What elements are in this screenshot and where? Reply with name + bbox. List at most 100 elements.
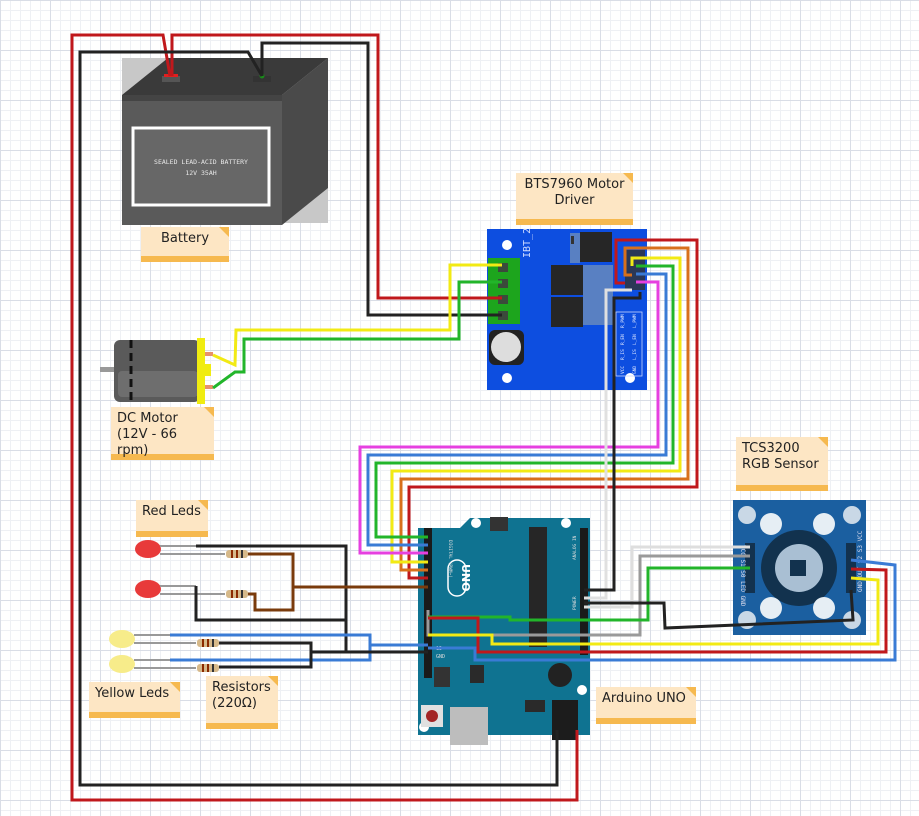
- usb-port[interactable]: [450, 707, 488, 745]
- motor-endcap-nub: [203, 364, 211, 376]
- note-motor-driver-line2: Driver: [554, 193, 595, 208]
- wire-driver-orange[interactable]: [399, 246, 690, 572]
- note-battery[interactable]: Battery: [141, 227, 229, 262]
- red-led-1[interactable]: [135, 540, 225, 558]
- wire-yellow-led-blue-1[interactable]: [170, 633, 428, 647]
- note-red-leds[interactable]: Red Leds: [136, 500, 208, 537]
- heatsink-fins: [570, 233, 613, 325]
- battery-terminal-negative[interactable]: [253, 76, 271, 82]
- yellow-led-1[interactable]: [109, 630, 196, 648]
- wire-motor-yellow[interactable]: [212, 263, 502, 368]
- atmega-chip: [529, 527, 547, 647]
- note-motor-driver-line1: BTS7960 Motor: [524, 177, 625, 192]
- note-resistors-line2: (220Ω): [212, 696, 257, 711]
- wire-driver-white[interactable]: [584, 288, 632, 600]
- terminal-screw: [498, 263, 508, 272]
- wire-driver-magenta[interactable]: [358, 280, 660, 555]
- resistor[interactable]: [226, 550, 248, 558]
- control-header[interactable]: [625, 250, 645, 290]
- note-yellow-leds-text: Yellow Leds: [95, 686, 170, 701]
- tcs3200-rgb-sensor[interactable]: VCC S1 S0 LED GND GND OUT S2 S3 VCC: [733, 500, 866, 635]
- mount-hole: [502, 373, 512, 383]
- battery-label-panel: [131, 126, 271, 207]
- digital-label: DIGITAL (PWM~): [447, 540, 453, 578]
- uno-logo: UNO: [459, 564, 472, 592]
- resistor[interactable]: [226, 590, 248, 598]
- battery-label-line2: 12V 35AH: [185, 169, 216, 177]
- resistor[interactable]: [197, 639, 219, 647]
- bts7960-motor-driver[interactable]: IBT_2 R_PWM L_PWM R_EN L_EN R_IS L_IS VC…: [487, 228, 647, 390]
- resistor[interactable]: [197, 664, 219, 672]
- wire-red-led-2-gnd[interactable]: [194, 586, 346, 622]
- digital-header-1[interactable]: [424, 528, 432, 600]
- icsp-header[interactable]: [490, 517, 508, 531]
- wire-driver-green[interactable]: [374, 264, 675, 539]
- note-dc-motor[interactable]: DC Motor (12V - 66 rpm): [111, 407, 214, 460]
- icsp2-header[interactable]: [434, 667, 450, 687]
- pin-label: L_EN: [632, 334, 638, 345]
- electrolytic-capacitor: [548, 663, 572, 687]
- wire-motor-green[interactable]: [212, 280, 502, 390]
- sensor-led: [813, 597, 835, 619]
- arduino-uno[interactable]: UNO DIGITAL (PWM~) ANALOG IN POWER 13 GN…: [418, 517, 590, 745]
- mount-hole: [843, 506, 861, 524]
- mount-hole: [738, 611, 756, 629]
- wire-yellow-led-blue-2[interactable]: [170, 645, 372, 662]
- voltage-regulator: [525, 700, 545, 712]
- terminal-screw: [498, 279, 508, 288]
- analog-header[interactable]: [580, 528, 588, 590]
- gnd-label: GND: [436, 654, 445, 660]
- mosfet-1: [551, 265, 583, 295]
- yellow-led-2[interactable]: [109, 655, 196, 673]
- wire-battery-positive-to-jack[interactable]: [70, 33, 579, 802]
- wire-sensor-gray[interactable]: [426, 554, 750, 637]
- motor-terminal-1[interactable]: [205, 352, 213, 356]
- smd-component: [571, 236, 574, 244]
- wire-driver-blue[interactable]: [366, 272, 668, 547]
- sensor-header-right[interactable]: [846, 543, 856, 593]
- wire-sensor-white[interactable]: [584, 545, 750, 609]
- note-dc-motor-line1: DC Motor: [117, 411, 178, 426]
- wire-sensor-red[interactable]: [428, 567, 888, 654]
- note-resistors-line1: Resistors: [212, 680, 271, 695]
- power-label: POWER: [572, 596, 578, 610]
- battery-terminal-positive[interactable]: [162, 76, 180, 82]
- wire-battery-negative-to-jack[interactable]: [78, 50, 559, 787]
- battery-label-line1: SEALED LEAD-ACID BATTERY: [154, 158, 248, 166]
- terminal-screw: [498, 311, 508, 320]
- note-rgb-sensor[interactable]: TCS3200 RGB Sensor: [736, 437, 828, 491]
- wire-yellow-led-black-1[interactable]: [219, 641, 313, 669]
- driver-chip: [580, 232, 612, 262]
- motor-body-highlight: [118, 371, 198, 397]
- battery[interactable]: SEALED LEAD-ACID BATTERY 12V 35AH: [122, 58, 328, 225]
- wire-driver-black[interactable]: [584, 292, 642, 592]
- note-arduino-text: Arduino UNO: [602, 691, 686, 706]
- note-dc-motor-line2: (12V - 66 rpm): [117, 427, 178, 458]
- pin-label: GND: [632, 366, 638, 374]
- wire-sensor-black[interactable]: [584, 589, 855, 630]
- wire-battery-negative-to-driver[interactable]: [260, 41, 502, 317]
- wire-red-led-brown[interactable]: [248, 552, 295, 612]
- pin-label-table: [615, 311, 643, 377]
- dc-motor[interactable]: [100, 338, 213, 404]
- note-yellow-leds[interactable]: Yellow Leds: [89, 682, 180, 718]
- pin-label: R_IS: [620, 349, 626, 360]
- digital-header-2[interactable]: [424, 600, 432, 678]
- wire-driver-yellow[interactable]: [390, 256, 682, 564]
- note-motor-driver[interactable]: BTS7960 Motor Driver: [516, 173, 633, 225]
- wire-battery-positive-to-driver[interactable]: [170, 33, 502, 300]
- red-led-2[interactable]: [135, 580, 225, 598]
- wire-sensor-blue[interactable]: [428, 558, 897, 662]
- mount-hole: [577, 685, 587, 695]
- note-resistors[interactable]: Resistors (220Ω): [206, 676, 278, 729]
- motor-shaft: [100, 367, 116, 372]
- motor-terminal-2[interactable]: [205, 385, 213, 389]
- led-group: [109, 540, 248, 673]
- note-arduino[interactable]: Arduino UNO: [596, 687, 696, 724]
- wire-sensor-yellow[interactable]: [428, 576, 880, 646]
- wire-sensor-green[interactable]: [428, 566, 750, 622]
- uno-logo-frame: [447, 559, 467, 597]
- pin-label: VCC: [620, 366, 626, 374]
- pin-label: R_EN: [620, 334, 626, 345]
